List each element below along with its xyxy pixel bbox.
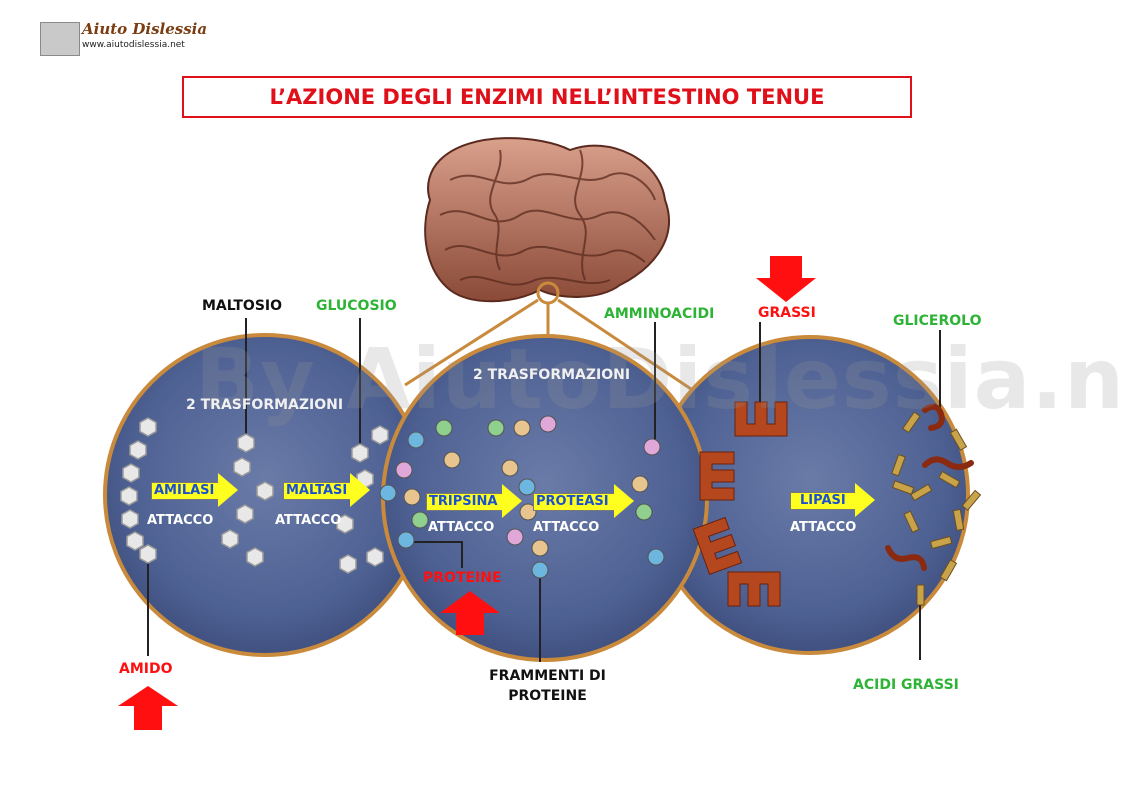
logo-title: Aiuto Dislessia xyxy=(82,20,208,38)
watermark: By AiutoDislessia.net xyxy=(195,330,1123,428)
proteine-label: PROTEINE xyxy=(423,570,502,586)
book-icon xyxy=(40,22,80,56)
amilasi-action: ATTACCO xyxy=(147,513,214,528)
glucosio-label: GLUCOSIO xyxy=(316,298,397,314)
grassi-arrow-icon xyxy=(756,256,816,302)
frammenti-line2: PROTEINE xyxy=(508,688,587,704)
frammenti-line1: FRAMMENTI DI xyxy=(489,668,606,684)
amilasi-label: AMILASI xyxy=(154,483,215,498)
amilasi-enzyme-arrow: AMILASI xyxy=(151,473,238,507)
logo-url: www.aiutodislessia.net xyxy=(82,40,185,50)
amminoacidi-label: AMMINOACIDI xyxy=(604,306,715,322)
tripsina-enzyme-arrow: TRIPSINA xyxy=(426,484,522,518)
middle-transformations-label: 2 TRASFORMAZIONI xyxy=(473,367,631,383)
grassi-label: GRASSI xyxy=(758,305,816,321)
lipasi-label: LIPASI xyxy=(800,493,846,508)
lipasi-enzyme-arrow: LIPASI xyxy=(790,483,875,517)
tripsina-action: ATTACCO xyxy=(428,520,495,535)
maltasi-label: MALTASI xyxy=(286,483,348,498)
glicerolo-label: GLICEROLO xyxy=(893,313,982,329)
amido-label: AMIDO xyxy=(119,661,173,677)
site-logo[interactable]: Aiuto Dislessia www.aiutodislessia.net xyxy=(38,20,207,60)
proteine-arrow-icon xyxy=(440,591,500,635)
lipasi-action: ATTACCO xyxy=(790,520,857,535)
tripsina-label: TRIPSINA xyxy=(429,494,498,509)
maltasi-action: ATTACCO xyxy=(275,513,342,528)
proteasi-label: PROTEASI xyxy=(536,494,609,509)
amido-arrow-icon xyxy=(118,686,178,730)
intestine-image xyxy=(424,137,670,303)
title-box: L’AZIONE DEGLI ENZIMI NELL’INTESTINO TEN… xyxy=(182,76,912,118)
maltosio-label: MALTOSIO xyxy=(202,298,283,314)
page-title: L’AZIONE DEGLI ENZIMI NELL’INTESTINO TEN… xyxy=(269,85,825,109)
frammenti-label: FRAMMENTI DI PROTEINE xyxy=(470,666,625,706)
acidi-grassi-label: ACIDI GRASSI xyxy=(853,677,959,693)
proteasi-action: ATTACCO xyxy=(533,520,600,535)
maltasi-enzyme-arrow: MALTASI xyxy=(283,473,370,507)
left-transformations-label: 2 TRASFORMAZIONI xyxy=(186,397,344,413)
proteasi-enzyme-arrow: PROTEASI xyxy=(533,484,634,518)
